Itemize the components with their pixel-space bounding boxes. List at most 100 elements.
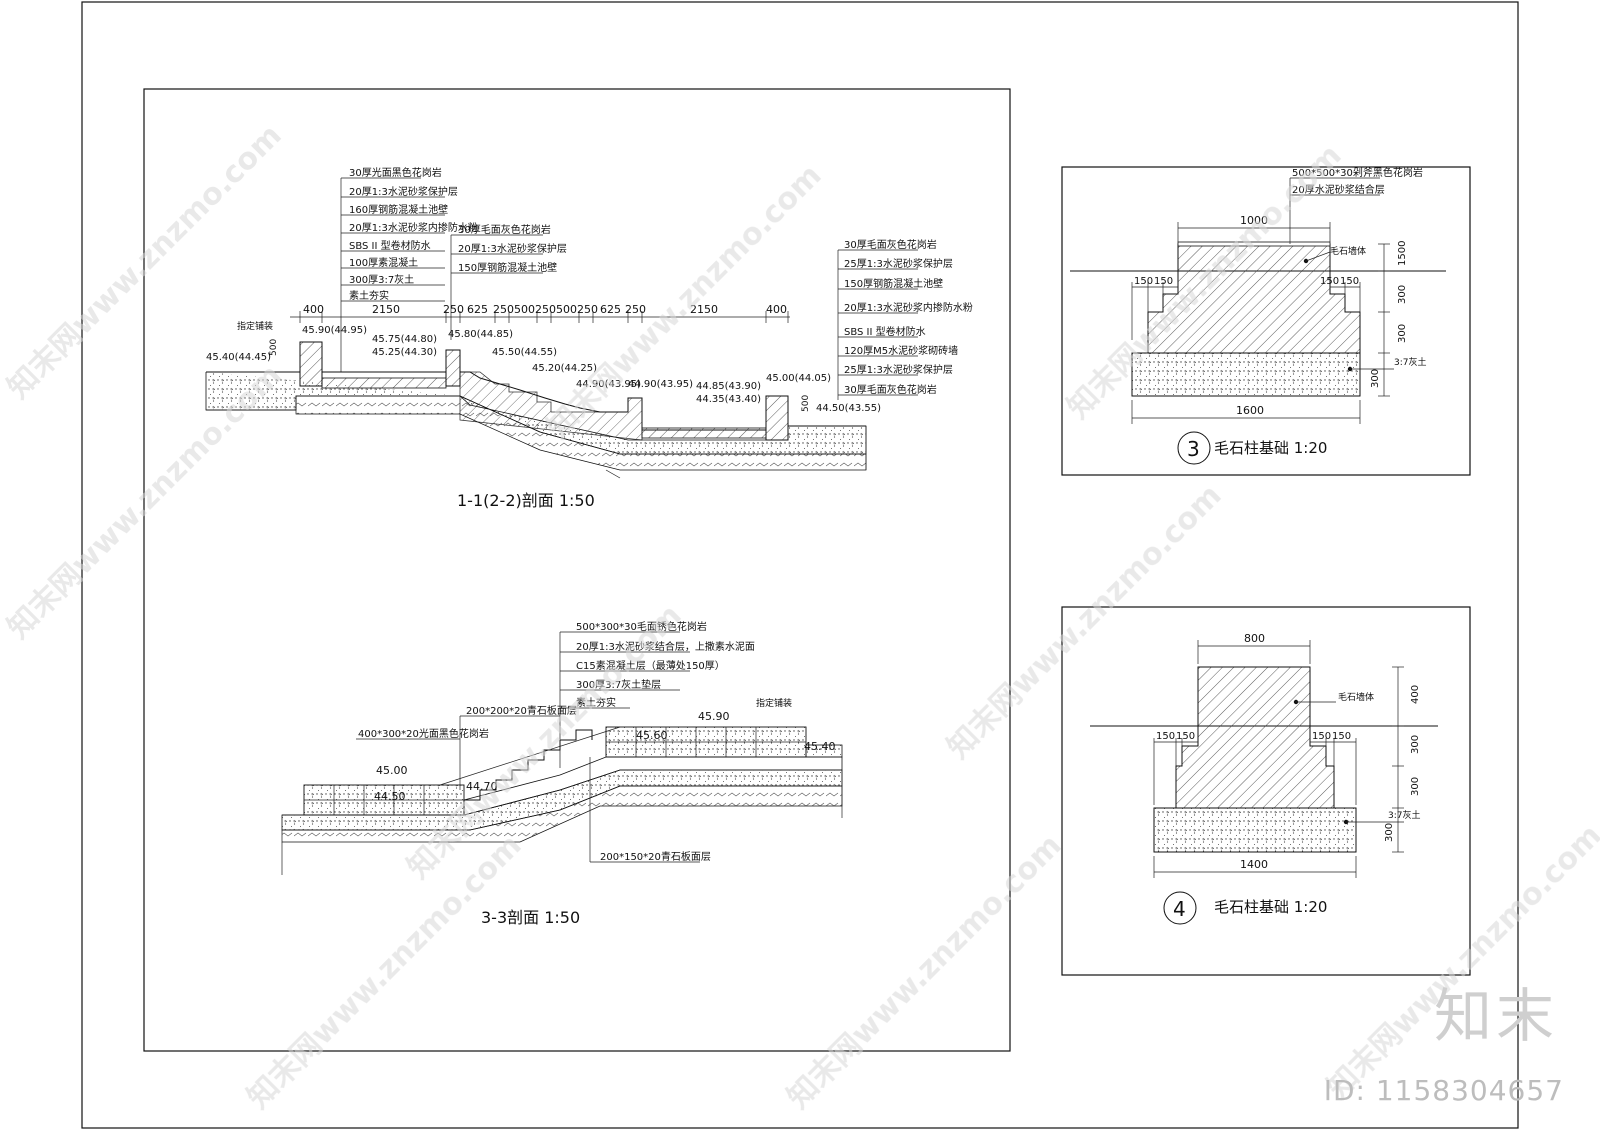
label-left-paving: 400*300*20光面黑色花岗岩 xyxy=(358,727,489,740)
elev-a-11: 45.00(44.05) xyxy=(766,373,831,384)
d4-dim-300a: 300 xyxy=(1410,735,1421,754)
detail-4-base xyxy=(1153,807,1357,853)
d4-dim-150c: 150 xyxy=(1312,731,1331,742)
detail-4-frame xyxy=(1061,606,1471,976)
dim-a-11: 250 xyxy=(625,303,646,316)
detail-3: 1000 1600 150 150 150 150 1500 300 300 3… xyxy=(1061,166,1471,476)
pool-wall-right xyxy=(765,395,789,441)
watermark-4: 知末网www.znzmo.com xyxy=(1,358,289,646)
spec-right-7: 25厚1:3水泥砂浆保护层 xyxy=(844,363,953,376)
spec-left-4: 20厚1:3水泥砂浆内掺防水粉 xyxy=(349,221,478,234)
d3-label-base: 3:7灰土 xyxy=(1394,356,1427,368)
detail-4-column xyxy=(1175,666,1335,809)
section-3-3: 500*300*30毛面锈色花岗岩 20厚1:3水泥砂浆结合层，上撒素水泥面 C… xyxy=(281,620,843,927)
dim-a-9: 250 xyxy=(577,303,598,316)
watermark-6: 知末网www.znzmo.com xyxy=(941,478,1229,766)
label-500-right: 500 xyxy=(801,395,811,412)
brand-logo: 知末 xyxy=(1433,982,1558,1050)
watermark-layer: 知末网www.znzmo.com 知末网www.znzmo.com 知末网www… xyxy=(1,118,1600,1116)
image-id: ID: 1158304657 xyxy=(1323,1074,1564,1107)
pool-floor-lower xyxy=(641,427,767,439)
d4-dim-300b: 300 xyxy=(1410,777,1421,796)
spec-b-3: C15素混凝土层（最薄处150厚） xyxy=(576,659,725,672)
d4-dim-150b: 150 xyxy=(1176,731,1195,742)
elev-a-13: 45.40(44.45) xyxy=(206,352,271,363)
watermark-8: 知末网www.znzmo.com xyxy=(781,828,1069,1116)
elev-a-4: 45.80(44.85) xyxy=(448,329,513,340)
watermark-9: 知末网www.znzmo.com xyxy=(1321,818,1600,1106)
spec-b-2: 20厚1:3水泥砂浆结合层，上撒素水泥面 xyxy=(576,640,755,653)
dim-a-1: 400 xyxy=(303,303,324,316)
spec-left-8: 素土夯实 xyxy=(349,289,389,302)
d3-dim-300b: 300 xyxy=(1397,324,1408,343)
d4-dim-150a: 150 xyxy=(1156,731,1175,742)
spec-left-1: 30厚光面黑色花岗岩 xyxy=(349,166,442,179)
label-paving-a: 指定铺装 xyxy=(237,320,273,332)
d3-label-body: 毛石墙体 xyxy=(1330,245,1366,257)
dim-a-8: 500 xyxy=(556,303,577,316)
dim-a-6: 500 xyxy=(514,303,535,316)
d4-label-body: 毛石墙体 xyxy=(1338,691,1374,703)
d3-dim-150b: 150 xyxy=(1154,276,1173,287)
elev-a-8: 44.90(43.95) xyxy=(628,379,693,390)
label-paving-b: 指定铺装 xyxy=(756,697,792,709)
d4-number-circle xyxy=(1163,891,1197,925)
elev-b-3: 45.40 xyxy=(804,740,836,753)
spec-mid-2: 20厚1:3水泥砂浆保护层 xyxy=(458,242,567,255)
watermark-7: 知末网www.znzmo.com xyxy=(241,828,529,1116)
elev-a-10: 44.35(43.40) xyxy=(696,394,761,405)
d3-number: 3 xyxy=(1187,437,1200,461)
lime-soil-base-1 xyxy=(206,395,867,471)
elev-a-3: 45.25(44.30) xyxy=(372,347,437,358)
dim-a-3: 250 xyxy=(443,303,464,316)
dim-a-12: 2150 xyxy=(690,303,718,316)
pool-wall-mid xyxy=(445,349,461,387)
stairs xyxy=(463,729,593,815)
d4-dim-400: 400 xyxy=(1410,685,1421,704)
spec-b-5: 素土夯实 xyxy=(576,696,616,709)
section-1-1: 30厚光面黑色花岗岩 20厚1:3水泥砂浆保护层 160厚钢筋混凝土池壁 20厚… xyxy=(205,166,973,510)
dim-a-5: 250 xyxy=(493,303,514,316)
d3-dim-300c: 300 xyxy=(1370,369,1381,388)
spec-mid-1: 30厚毛面灰色花岗岩 xyxy=(458,223,551,236)
spec-right-1: 30厚毛面灰色花岗岩 xyxy=(844,238,937,251)
elev-b-6: 44.50 xyxy=(374,790,406,803)
spec-left-5: SBS II 型卷材防水 xyxy=(349,239,431,252)
spec-left-2: 20厚1:3水泥砂浆保护层 xyxy=(349,185,458,198)
elev-a-1: 45.90(44.95) xyxy=(302,325,367,336)
d4-dim-300c: 300 xyxy=(1384,823,1395,842)
elev-b-4: 45.00 xyxy=(376,764,408,777)
d3-spec-2: 20厚水泥砂浆结合层 xyxy=(1292,183,1385,196)
left-panel-frame xyxy=(143,88,1011,1052)
d3-dim-1500: 1500 xyxy=(1397,241,1408,266)
detail-3-frame xyxy=(1061,166,1471,476)
detail-3-base xyxy=(1131,352,1361,397)
elev-b-5: 44.70 xyxy=(466,780,498,793)
label-bottom-paving: 200*150*20青石板面层 xyxy=(600,850,711,863)
dim-a-10: 625 xyxy=(600,303,621,316)
d3-dim-150d: 150 xyxy=(1340,276,1359,287)
spec-right-6: 120厚M5水泥砂浆砌砖墙 xyxy=(844,344,958,357)
elev-a-12: 44.50(43.55) xyxy=(816,403,881,414)
d3-dim-150c: 150 xyxy=(1320,276,1339,287)
d4-dim-1400: 1400 xyxy=(1240,858,1268,871)
label-step-paving: 200*200*20青石板面层 xyxy=(466,704,577,717)
elev-a-9: 44.85(43.90) xyxy=(696,381,761,392)
spec-mid-3: 150厚钢筋混凝土池壁 xyxy=(458,261,557,274)
d4-dim-800: 800 xyxy=(1244,632,1265,645)
elev-a-5: 45.50(44.55) xyxy=(492,347,557,358)
dim-a-7: 250 xyxy=(535,303,556,316)
dim-a-2: 2150 xyxy=(372,303,400,316)
pool-wall-left xyxy=(299,341,323,387)
d3-dim-150a: 150 xyxy=(1134,276,1153,287)
d3-dim-1000: 1000 xyxy=(1240,214,1268,227)
spec-right-3: 150厚钢筋混凝土池壁 xyxy=(844,277,943,290)
dim-a-4: 625 xyxy=(467,303,488,316)
elev-b-1: 45.90 xyxy=(698,710,730,723)
spec-left-6: 100厚素混凝土 xyxy=(349,256,418,269)
section-a-title: 1-1(2-2)剖面 1:50 xyxy=(457,491,595,510)
elev-a-2: 45.75(44.80) xyxy=(372,334,437,345)
d4-dim-150d: 150 xyxy=(1332,731,1351,742)
elev-a-6: 45.20(44.25) xyxy=(532,363,597,374)
